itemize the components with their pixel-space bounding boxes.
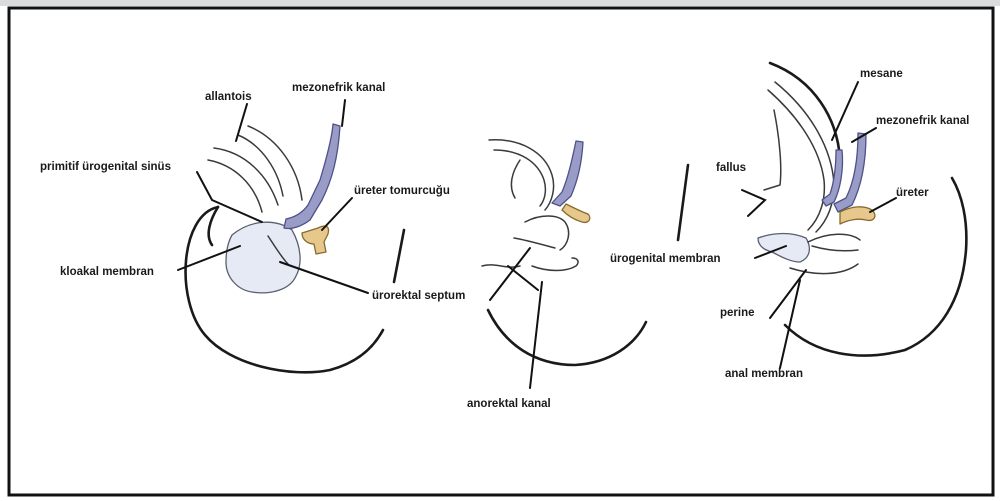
top-band [0,0,1000,6]
label-anal-membran: anal membran [725,368,803,380]
label-anorektal-kanal: anorektal kanal [467,398,551,410]
label-fallus: fallus [716,162,746,174]
label-ureter-tomurcugu: üreter tomurcuğu [354,185,450,197]
label-mesane: mesane [860,68,903,80]
label-mezonefrik-kanal-stage3: mezonefrik kanal [876,115,969,127]
stage-3-drawing [742,63,966,368]
label-allantois: allantois [205,91,252,103]
label-kloakal-membran: kloakal membran [60,266,154,278]
label-perine: perine [720,307,755,319]
label-mezonefrik-kanal-stage1: mezonefrik kanal [292,82,385,94]
label-urogenital-membran: ürogenital membran [610,253,721,265]
label-urorektal-septum: ürorektal septum [372,290,465,302]
label-primitif-urogenital-sinus: primitif ürogenital sinüs [40,161,171,173]
stage-1-drawing [178,100,404,372]
label-ureter: üreter [896,187,929,199]
